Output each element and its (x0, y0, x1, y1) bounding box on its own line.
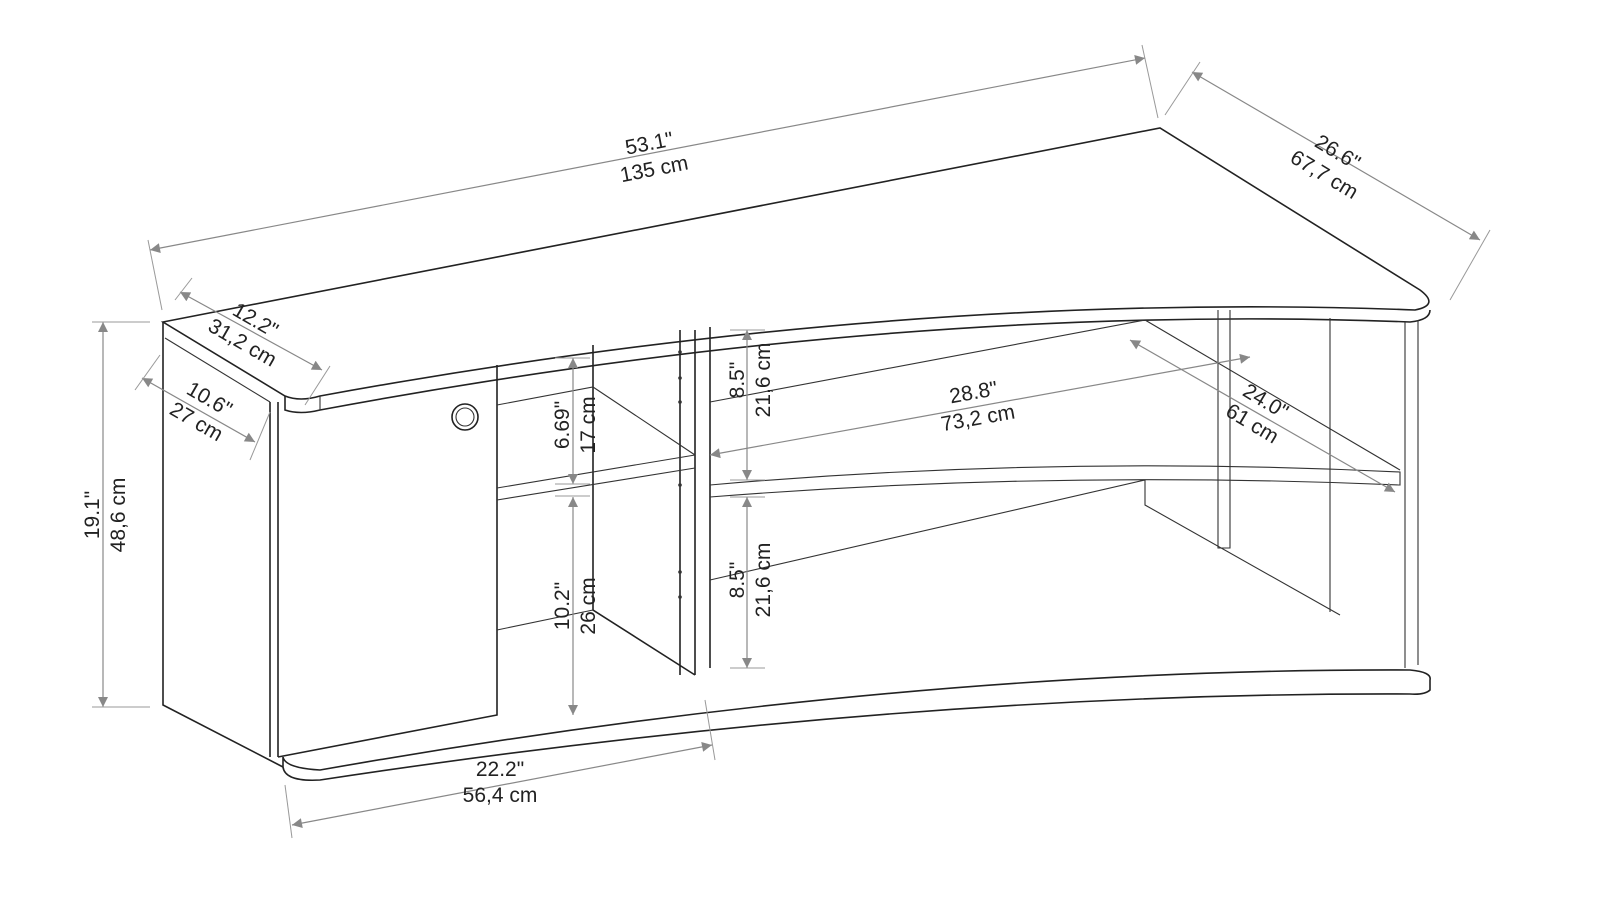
label-top-depth: 12.2" 31,2 cm (204, 298, 282, 371)
cabinet-door (269, 365, 498, 758)
svg-text:22.2": 22.2" (476, 758, 524, 781)
label-body-depth: 10.6" 27 cm (166, 377, 236, 446)
dimension-lines (92, 44, 1491, 839)
svg-text:21,6 cm: 21,6 cm (752, 543, 775, 618)
label-height: 19.1" 48,6 cm (81, 478, 130, 553)
svg-text:10.2": 10.2" (551, 582, 574, 630)
door-knob-icon (451, 403, 479, 431)
svg-text:26 cm: 26 cm (577, 577, 600, 634)
bottom-panel (282, 669, 1431, 782)
label-shelf-width: 28.8" 73,2 cm (939, 377, 1017, 436)
top-panel (160, 127, 1430, 400)
svg-text:48,6 cm: 48,6 cm (107, 478, 130, 553)
svg-text:19.1": 19.1" (81, 491, 104, 539)
label-upper-cubby: 6.69" 17 cm (551, 396, 600, 453)
label-lower-cubby: 10.2" 26 cm (551, 577, 600, 634)
label-upper-shelf: 8.5" 21,6 cm (726, 343, 775, 418)
svg-text:8.5": 8.5" (726, 562, 749, 599)
svg-text:17 cm: 17 cm (577, 396, 600, 453)
svg-text:8.5": 8.5" (726, 362, 749, 399)
label-total-width: 53.1" 135 cm (618, 128, 690, 187)
label-side-width: 26.6" 67,7 cm (1286, 130, 1364, 204)
svg-text:21,6 cm: 21,6 cm (752, 343, 775, 418)
label-lower-shelf: 8.5" 21,6 cm (726, 543, 775, 618)
svg-text:6.69": 6.69" (551, 401, 574, 449)
label-cabinet-width: 22.2" 56,4 cm (463, 758, 538, 807)
svg-text:56,4 cm: 56,4 cm (463, 784, 538, 807)
label-shelf-depth: 24.0" 61 cm (1222, 379, 1292, 448)
dimension-labels: 53.1" 135 cm 26.6" 67,7 cm 12.2" 31,2 cm… (81, 128, 1364, 807)
left-side-panel (162, 322, 284, 768)
furniture-outline (160, 127, 1431, 782)
